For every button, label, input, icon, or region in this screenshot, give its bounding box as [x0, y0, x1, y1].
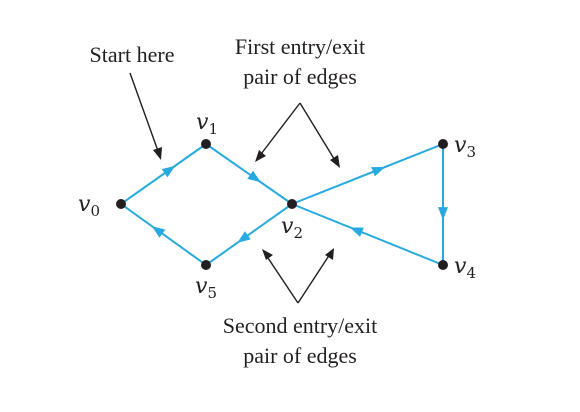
- first-pair-label-line1: First entry/exit: [235, 34, 365, 59]
- edge-arrowhead: [371, 166, 386, 177]
- edge-v2-v3: [291, 143, 444, 205]
- vertex-v3: v3: [438, 133, 476, 161]
- vertex-v5: v5: [195, 260, 217, 302]
- edge-arrowhead: [161, 165, 176, 178]
- second-pair-pointer-arrows: [262, 248, 334, 304]
- second-pair-label-line2: pair of edges: [243, 343, 357, 368]
- vertex-label-v2: v2: [281, 214, 303, 242]
- vertex-label-v1: v1: [196, 110, 218, 138]
- edge-v4-v2: [291, 203, 444, 266]
- edge-v5-v0: [120, 203, 207, 266]
- vertex-v1: v1: [196, 110, 218, 149]
- first-pair-pointer-arrows: [255, 102, 340, 168]
- edge-layer: [120, 143, 448, 266]
- edge-arrowhead: [237, 231, 251, 243]
- start-pointer-arrow: [129, 72, 162, 160]
- vertex-v0: v0: [78, 192, 126, 220]
- vertex-label-v5: v5: [195, 274, 217, 302]
- second-pair-label-line1: Second entry/exit: [223, 313, 378, 338]
- first-pair-label-line2: pair of edges: [243, 64, 357, 89]
- edge-arrowhead: [438, 207, 448, 221]
- edge-v0-v1: [120, 143, 207, 205]
- vertex-label-v4: v4: [454, 254, 476, 282]
- edge-v1-v2: [205, 143, 293, 205]
- edge-v2-v5: [205, 203, 293, 266]
- vertex-v4: v4: [438, 254, 476, 282]
- edge-arrowhead: [349, 227, 364, 237]
- vertex-v2: v2: [281, 199, 303, 242]
- vertex-label-v0: v0: [78, 192, 100, 220]
- start-here-label: Start here: [90, 42, 175, 67]
- vertex-label-v3: v3: [454, 133, 476, 161]
- edge-v3-v4: [438, 144, 448, 265]
- edge-arrowhead: [151, 226, 166, 238]
- edge-arrowhead: [247, 170, 261, 183]
